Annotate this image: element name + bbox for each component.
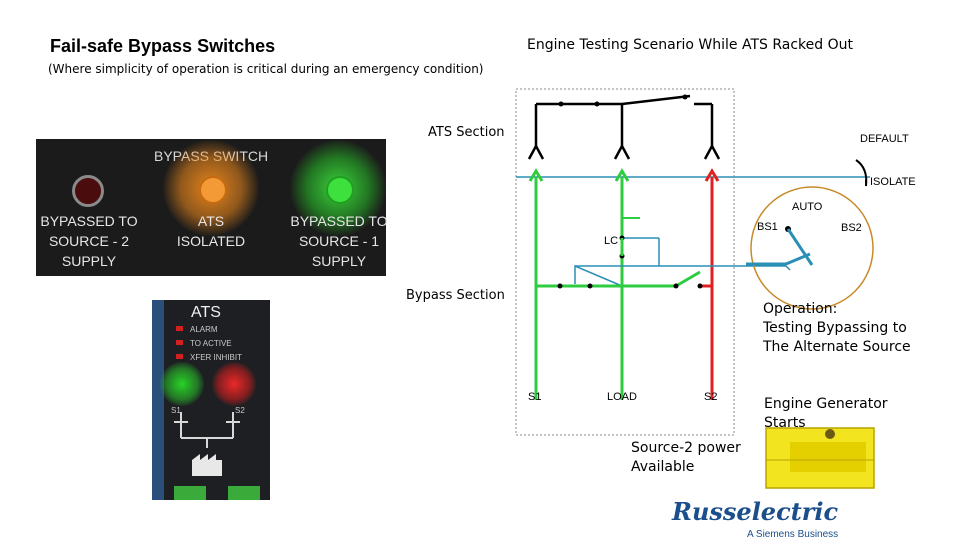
xfer-inhibit-label: XFER INHIBIT (190, 353, 243, 362)
page-title: Fail-safe Bypass Switches (50, 36, 276, 56)
s2-label: S2 (704, 391, 718, 403)
lc-label: LC (604, 235, 619, 247)
indicator-label-ats-isolated: ATS ISOLATED (176, 213, 246, 249)
ats-s1-label: S1 (171, 406, 181, 415)
auto-label: AUTO (792, 201, 823, 213)
isolate-label: ISOLATE (870, 176, 916, 188)
ats-s1-lamp-glow (160, 362, 204, 406)
indicator-label-source1: BYPASSED TO SOURCE - 1 SUPPLY (290, 213, 388, 269)
ats-section-label: ATS Section (428, 125, 505, 140)
ats-panel-tag: ATS (191, 304, 221, 321)
ats-s2-label: S2 (235, 406, 245, 415)
bs2-label: BS2 (841, 222, 862, 234)
bypass-selector-dial (750, 186, 874, 310)
alarm-label: ALARM (190, 325, 218, 334)
indicator-label-source2: BYPASSED TO SOURCE - 2 SUPPLY (40, 213, 138, 269)
default-label: DEFAULT (860, 133, 909, 145)
load-label: LOAD (607, 391, 637, 403)
to-active-label: TO ACTIVE (190, 339, 232, 348)
default-isolate-arc (855, 159, 868, 187)
to-active-led-icon (176, 340, 183, 345)
s1-label: S1 (528, 391, 542, 403)
lamp-ats-indicator (199, 176, 227, 204)
page-subtitle: (Where simplicity of operation is critic… (48, 62, 484, 76)
ats-mimic-diagram (174, 412, 260, 500)
bypass-section-label: Bypass Section (406, 288, 505, 303)
ats-panel-left-rail (152, 300, 164, 500)
operation-note: Operation: Testing Bypassing to The Alte… (763, 301, 911, 355)
xfer-inhibit-led-icon (176, 354, 183, 359)
logo-tagline: A Siemens Business (747, 529, 839, 540)
bypass-selector-handle (786, 228, 814, 266)
lamp-source2-indicator (72, 175, 104, 207)
source2-note: Source-2 power Available (631, 440, 741, 475)
alarm-led-icon (176, 326, 183, 331)
ats-section-switches (527, 94, 721, 160)
ats-s2-lamp-glow (212, 362, 256, 406)
diagram-boundary (515, 88, 735, 436)
scenario-title: Engine Testing Scenario While ATS Racked… (527, 37, 853, 53)
lamp-source1-indicator (326, 176, 354, 204)
engine-note: Engine Generator Starts (764, 396, 888, 431)
russelectric-logo: Russelectric (672, 497, 839, 526)
bs1-label: BS1 (757, 221, 778, 233)
